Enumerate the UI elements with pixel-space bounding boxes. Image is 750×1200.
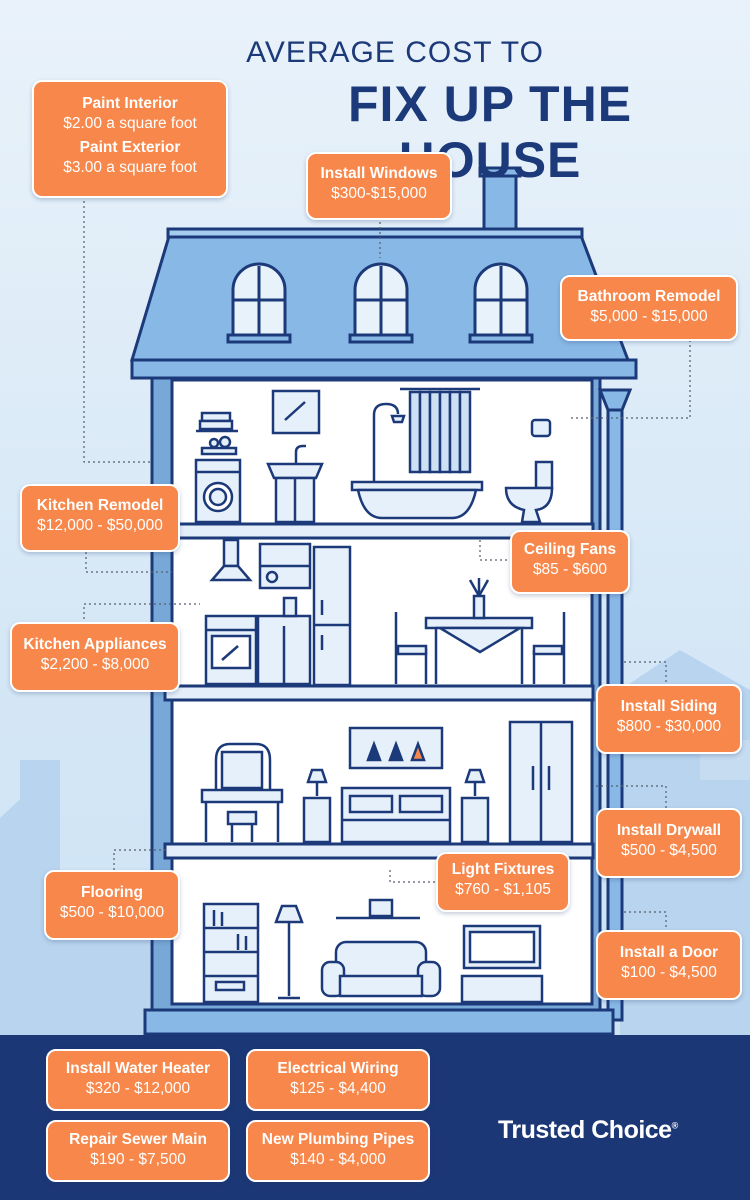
tag-price: $3.00 a square foot <box>63 159 197 177</box>
toilet-icon <box>504 460 554 524</box>
tag-price: $12,000 - $50,000 <box>37 517 163 535</box>
tag-name: Kitchen Appliances <box>23 636 167 653</box>
tag-light-fixtures: Light Fixtures $760 - $1,105 <box>436 852 570 912</box>
mirror-icon <box>271 389 321 435</box>
tag-install-door: Install a Door $100 - $4,500 <box>596 930 742 1000</box>
tag-ceiling-fans: Ceiling Fans $85 - $600 <box>510 530 630 594</box>
nightstand-right <box>460 768 490 844</box>
oven-icon <box>204 614 258 686</box>
tag-install-siding: Install Siding $800 - $30,000 <box>596 684 742 754</box>
title-line-1: AVERAGE COST TO <box>246 36 544 69</box>
tag-sewer-main: Repair Sewer Main $190 - $7,500 <box>46 1120 230 1182</box>
tag-name: Paint Interior <box>82 95 178 112</box>
tag-price: $300-$15,000 <box>331 185 427 203</box>
window-icon <box>468 262 534 344</box>
toilet-paper-icon <box>530 418 552 438</box>
tv-icon <box>460 924 544 1004</box>
vanity-icon <box>200 742 284 842</box>
sink-icon <box>266 444 324 524</box>
refrigerator-icon <box>312 545 352 687</box>
tag-price: $140 - $4,000 <box>290 1151 386 1169</box>
window-icon <box>226 262 292 344</box>
tag-plumbing-pipes: New Plumbing Pipes $140 - $4,000 <box>246 1120 430 1182</box>
tag-water-heater: Install Water Heater $320 - $12,000 <box>46 1049 230 1111</box>
tag-name: Install Water Heater <box>65 1060 211 1077</box>
tag-price: $2.00 a square foot <box>63 115 197 133</box>
tag-name: Paint Exterior <box>79 139 181 157</box>
tag-name: New Plumbing Pipes <box>261 1131 415 1148</box>
tag-name: Install Siding <box>620 698 718 715</box>
tag-price: $320 - $12,000 <box>85 1080 191 1098</box>
tag-electrical-wiring: Electrical Wiring $125 - $4,400 <box>246 1049 430 1111</box>
tag-name: Repair Sewer Main <box>69 1131 207 1148</box>
tag-name: Ceiling Fans <box>523 541 617 558</box>
attic-windows <box>226 262 534 344</box>
sofa-icon <box>320 940 442 998</box>
connector-lines <box>83 196 691 930</box>
tag-name: Electrical Wiring <box>277 1060 399 1077</box>
trusted-choice-logo: Trusted Choice® <box>498 1116 678 1145</box>
wardrobe-icon <box>508 720 574 844</box>
tag-price: $100 - $4,500 <box>621 964 717 982</box>
tag-price: $5,000 - $15,000 <box>590 308 708 326</box>
brand-mark: ® <box>671 1120 679 1131</box>
brand-name: Trusted Choice <box>498 1116 672 1144</box>
window-icon <box>348 262 414 344</box>
tag-name: Flooring <box>81 884 143 901</box>
washing-machine-icon <box>194 458 242 524</box>
tag-name: Install Windows <box>320 165 438 182</box>
tag-kitchen-appliances: Kitchen Appliances $2,200 - $8,000 <box>10 622 180 692</box>
tag-price: $500 - $10,000 <box>59 904 165 922</box>
tag-name: Light Fixtures <box>451 861 555 878</box>
tag-price: $800 - $30,000 <box>616 718 722 736</box>
tag-install-windows: Install Windows $300-$15,000 <box>306 152 452 220</box>
shower-curtain <box>400 387 480 474</box>
tag-price: $760 - $1,105 <box>455 881 551 899</box>
tag-price: $85 - $600 <box>532 561 608 579</box>
nightstand-left <box>302 768 332 844</box>
dining-table-icon <box>394 578 566 684</box>
tag-price: $125 - $4,400 <box>290 1080 386 1098</box>
tag-name: Kitchen Remodel <box>36 497 164 514</box>
tag-bathroom-remodel: Bathroom Remodel $5,000 - $15,000 <box>560 275 738 341</box>
bathtub-icon <box>350 402 484 520</box>
bookshelf-icon <box>202 902 260 1004</box>
floor-lamp-icon <box>274 904 304 1000</box>
tag-install-drywall: Install Drywall $500 - $4,500 <box>596 808 742 878</box>
picture-frame <box>348 726 444 770</box>
tag-price: $500 - $4,500 <box>621 842 717 860</box>
range-hood-icon <box>209 538 253 582</box>
tag-price: $2,200 - $8,000 <box>40 656 150 674</box>
tag-paint: Paint Interior $2.00 a square foot Paint… <box>32 80 228 198</box>
title-line-2: FIX UP THE HOUSE <box>347 76 633 188</box>
tag-name: Install Drywall <box>616 822 722 839</box>
bed-icon <box>340 786 452 844</box>
tag-price: $190 - $7,500 <box>90 1151 186 1169</box>
tag-kitchen-remodel: Kitchen Remodel $12,000 - $50,000 <box>20 484 180 552</box>
tag-flooring: Flooring $500 - $10,000 <box>44 870 180 940</box>
tag-name: Bathroom Remodel <box>577 288 721 305</box>
tag-name: Install a Door <box>619 944 719 961</box>
